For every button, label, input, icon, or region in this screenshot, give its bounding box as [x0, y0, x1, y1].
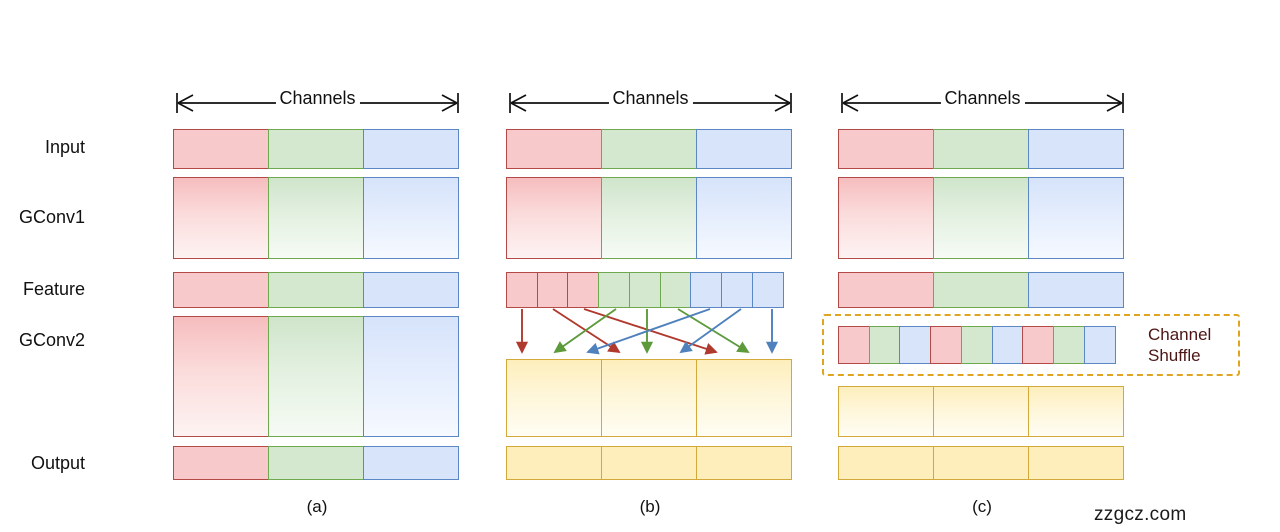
shuffle-channel-3 [930, 326, 963, 364]
block-input-g3 [362, 129, 460, 169]
block-output-g3 [1027, 446, 1125, 480]
channel-shuffle-label-line2: Shuffle [1148, 346, 1201, 365]
block-input-g2 [267, 129, 365, 169]
panel-caption-c: (c) [972, 497, 992, 516]
channels-axis-b: Channels [506, 88, 795, 117]
feature-channel-0 [506, 272, 539, 308]
block-gconv2-g1 [173, 316, 270, 437]
channel-shuffle-box [822, 314, 1240, 376]
panel-a-row-gconv1 [173, 177, 462, 259]
block-gconv2-g1 [838, 386, 935, 437]
shuffle-channel-1 [868, 326, 901, 364]
shuffle-channel-0 [838, 326, 871, 364]
block-gconv2-g1 [506, 359, 603, 437]
panel-b-row-input [506, 129, 795, 169]
channels-axis-c: Channels [838, 88, 1127, 117]
channels-axis-a: Channels [173, 88, 462, 117]
block-gconv2-g2 [600, 359, 698, 437]
block-output-g2 [932, 446, 1030, 480]
shuffle-channel-2 [899, 326, 932, 364]
block-gconv2-g2 [932, 386, 1030, 437]
panel-b-row-gconv1 [506, 177, 795, 259]
channels-axis-label-b: Channels [608, 88, 693, 109]
block-gconv1-g3 [695, 177, 793, 259]
block-output-g3 [362, 446, 460, 480]
panel-b-row-feature [506, 272, 795, 308]
shuffle-channel-6 [1022, 326, 1055, 364]
feature-channel-8 [751, 272, 784, 308]
panel-c-row-gconv2 [838, 386, 1127, 437]
block-input-g3 [1027, 129, 1125, 169]
row-label-input: Input [44, 137, 85, 157]
panel-c-row-shuffle [838, 326, 1127, 364]
block-gconv2-g3 [1027, 386, 1125, 437]
block-gconv1-g3 [1027, 177, 1125, 259]
channel-shuffle-label-line1: Channel [1148, 325, 1212, 344]
block-gconv1-g1 [506, 177, 603, 259]
block-gconv1-g2 [932, 177, 1030, 259]
shuffle-channel-5 [991, 326, 1024, 364]
panel-b-row-output [506, 446, 795, 480]
block-output-g2 [267, 446, 365, 480]
row-label-gconv2: GConv2 [18, 330, 85, 350]
block-input-g1 [838, 129, 935, 169]
block-feature-g2 [267, 272, 365, 308]
panel-a-row-gconv2 [173, 316, 462, 437]
watermark: zzgcz.com [1094, 504, 1187, 525]
block-output-g3 [695, 446, 793, 480]
block-gconv1-g1 [838, 177, 935, 259]
block-input-g2 [600, 129, 698, 169]
row-label-gconv1: GConv1 [18, 207, 85, 227]
block-feature-g1 [838, 272, 935, 308]
block-gconv2-g2 [267, 316, 365, 437]
panel-b-row-gconv2 [506, 359, 795, 437]
panel-c-row-output [838, 446, 1127, 480]
block-gconv1-g3 [362, 177, 460, 259]
block-feature-g3 [1027, 272, 1125, 308]
block-output-g2 [600, 446, 698, 480]
feature-channel-2 [567, 272, 600, 308]
row-label-feature: Feature [22, 279, 85, 299]
panel-caption-b: (b) [639, 497, 661, 516]
block-gconv1-g2 [600, 177, 698, 259]
feature-channel-3 [598, 272, 631, 308]
block-feature-g3 [362, 272, 460, 308]
block-feature-g2 [932, 272, 1030, 308]
feature-channel-5 [659, 272, 692, 308]
panel-a-row-feature [173, 272, 462, 308]
block-input-g3 [695, 129, 793, 169]
panel-caption-a: (a) [306, 497, 328, 516]
feature-channel-4 [628, 272, 661, 308]
shuffle-channel-4 [960, 326, 993, 364]
block-output-g1 [506, 446, 603, 480]
block-output-g1 [838, 446, 935, 480]
panel-c-row-feature [838, 272, 1127, 308]
block-gconv1-g2 [267, 177, 365, 259]
channels-axis-label-c: Channels [940, 88, 1025, 109]
block-input-g1 [173, 129, 270, 169]
block-input-g1 [506, 129, 603, 169]
block-input-g2 [932, 129, 1030, 169]
panel-c-row-gconv1 [838, 177, 1127, 259]
shuffle-channel-8 [1083, 326, 1116, 364]
panel-c-row-input [838, 129, 1127, 169]
panel-a-row-output [173, 446, 462, 480]
channel-shuffle-label: Channel Shuffle [1148, 324, 1211, 366]
shuffle-channel-7 [1053, 326, 1086, 364]
feature-channel-7 [721, 272, 754, 308]
block-gconv1-g1 [173, 177, 270, 259]
row-label-output: Output [30, 453, 85, 473]
block-output-g1 [173, 446, 270, 480]
feature-channel-1 [536, 272, 569, 308]
block-feature-g1 [173, 272, 270, 308]
block-gconv2-g3 [695, 359, 793, 437]
block-gconv2-g3 [362, 316, 460, 437]
feature-channel-6 [690, 272, 723, 308]
channels-axis-label-a: Channels [275, 88, 360, 109]
panel-a-row-input [173, 129, 462, 169]
